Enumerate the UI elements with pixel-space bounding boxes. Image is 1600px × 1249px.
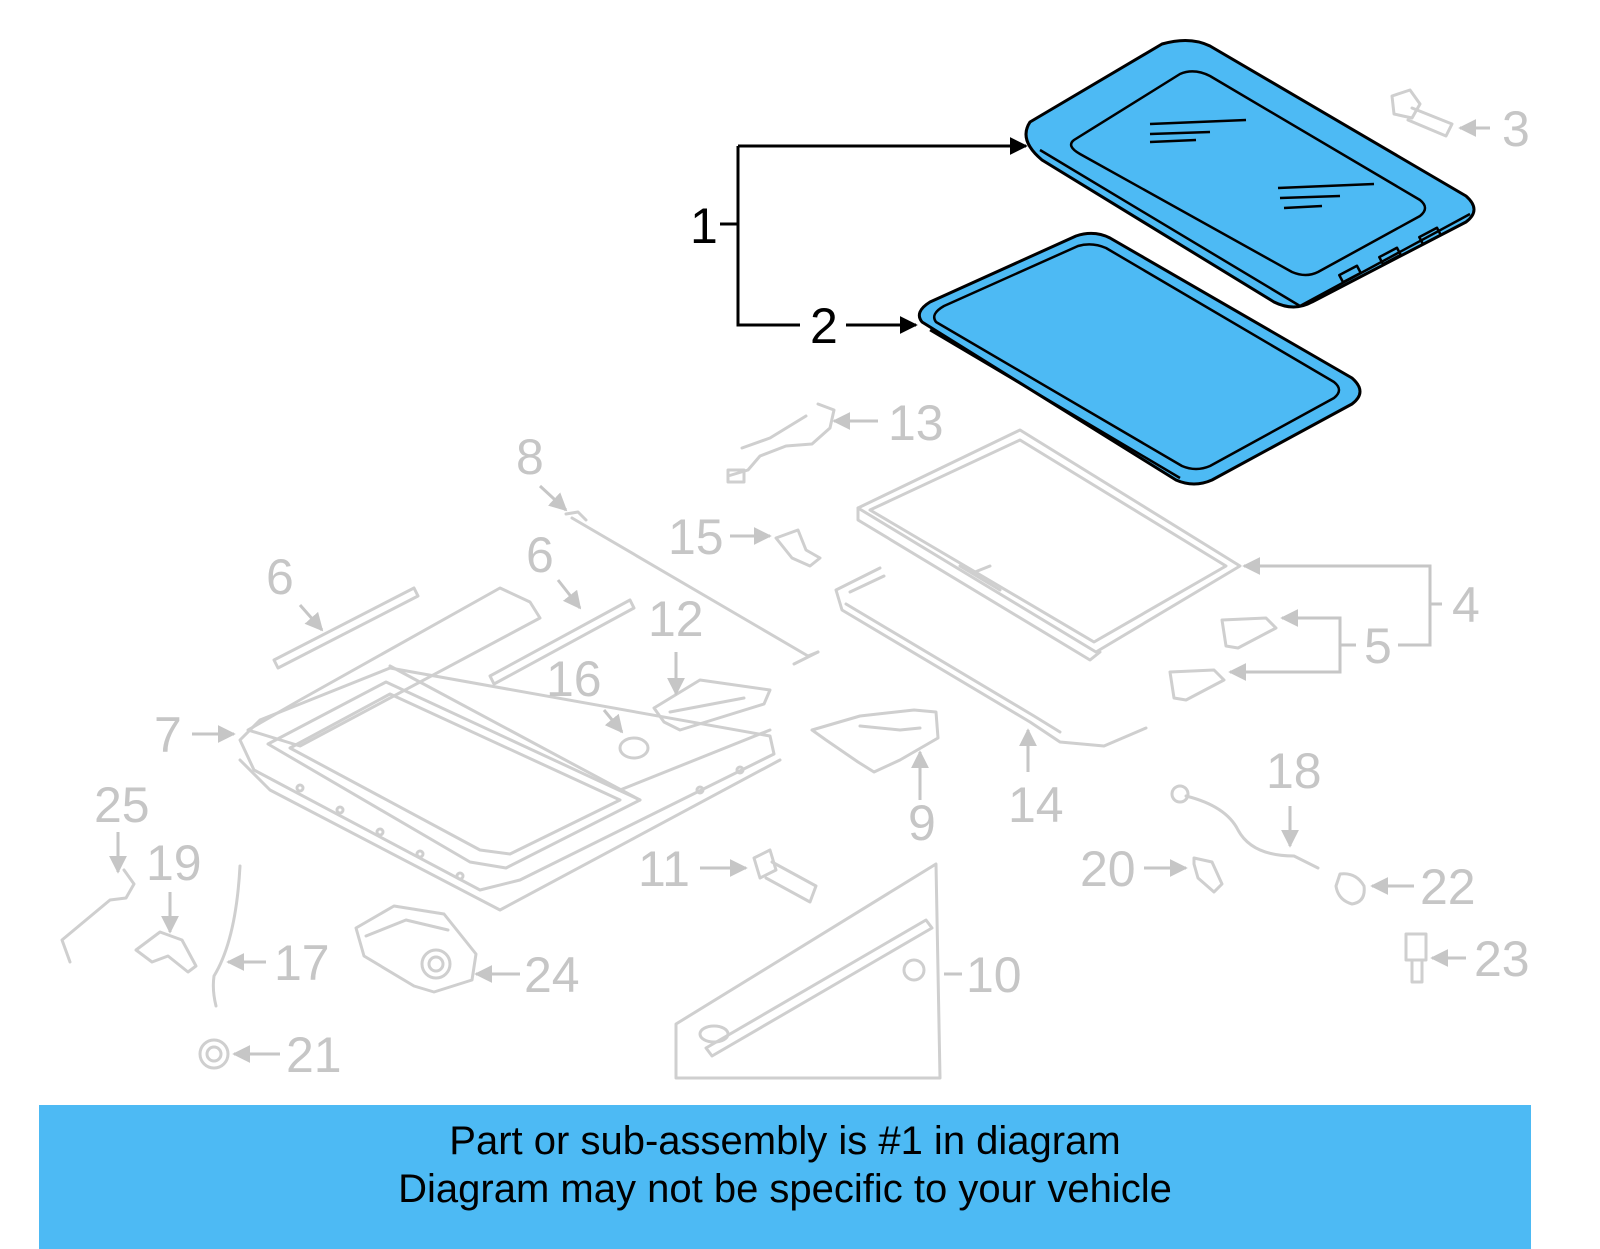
banner-line-2: Diagram may not be specific to your vehi… bbox=[398, 1167, 1172, 1211]
callout-9: 9 bbox=[908, 795, 936, 851]
callout-15: 15 bbox=[668, 509, 724, 565]
callout-1-leader bbox=[720, 137, 1028, 327]
callout-13: 13 bbox=[888, 395, 944, 451]
sunroof-frame-part[interactable] bbox=[856, 428, 1442, 662]
bolt-part[interactable] bbox=[1390, 88, 1490, 138]
drain-kit-part[interactable] bbox=[674, 862, 962, 1080]
callout-19: 19 bbox=[146, 835, 202, 891]
callout-23: 23 bbox=[1474, 931, 1530, 987]
grommet-part-22[interactable] bbox=[1334, 872, 1414, 906]
callout-25: 25 bbox=[94, 777, 150, 833]
sunroof-motor-part[interactable] bbox=[354, 904, 520, 994]
bolt-part-11[interactable] bbox=[700, 848, 818, 904]
cable-rail-part[interactable] bbox=[834, 566, 1148, 772]
callout-17: 17 bbox=[274, 935, 330, 991]
drain-hose-part-25[interactable] bbox=[60, 832, 136, 964]
callout-24: 24 bbox=[524, 947, 580, 1003]
drain-hose-part[interactable] bbox=[211, 864, 266, 1008]
clip-part-15[interactable] bbox=[730, 527, 822, 568]
callout-4: 4 bbox=[1452, 577, 1480, 633]
callout-8: 8 bbox=[516, 429, 544, 485]
callout-2: 2 bbox=[810, 298, 838, 354]
bracket-part[interactable] bbox=[1168, 609, 1356, 702]
sunroof-glass-seal[interactable] bbox=[917, 231, 1362, 486]
callout-14: 14 bbox=[1008, 777, 1064, 833]
rod-part[interactable] bbox=[538, 484, 820, 666]
callout-6a: 6 bbox=[266, 549, 294, 605]
guide-block-part[interactable] bbox=[652, 652, 772, 732]
guide-strip-part[interactable] bbox=[272, 586, 420, 670]
banner-line-1: Part or sub-assembly is #1 in diagram bbox=[449, 1119, 1121, 1163]
callout-10: 10 bbox=[966, 947, 1022, 1003]
callout-11: 11 bbox=[638, 841, 690, 897]
callout-16: 16 bbox=[546, 651, 602, 707]
callout-12: 12 bbox=[648, 591, 704, 647]
callout-7: 7 bbox=[154, 707, 182, 763]
drain-hose-part-18[interactable] bbox=[1170, 784, 1320, 870]
grommet-part-21[interactable] bbox=[198, 1038, 280, 1070]
cap-part-16[interactable] bbox=[602, 709, 650, 760]
clip-part-20[interactable] bbox=[1144, 856, 1224, 894]
clip-part-19[interactable] bbox=[134, 892, 198, 974]
callout-18: 18 bbox=[1266, 743, 1322, 799]
plug-part-23[interactable] bbox=[1404, 932, 1466, 984]
callout-5: 5 bbox=[1364, 618, 1392, 674]
wire-harness-part[interactable] bbox=[726, 402, 878, 484]
callout-22: 22 bbox=[1420, 859, 1476, 915]
callout-21: 21 bbox=[286, 1027, 342, 1083]
guide-strip-part-2[interactable] bbox=[488, 579, 636, 686]
sunroof-glass-panel[interactable] bbox=[1024, 39, 1476, 309]
callout-20: 20 bbox=[1080, 841, 1136, 897]
info-banner: Part or sub-assembly is #1 in diagram Di… bbox=[39, 1105, 1531, 1249]
callout-6b: 6 bbox=[526, 527, 554, 583]
callout-1: 1 bbox=[690, 198, 718, 254]
callout-3: 3 bbox=[1502, 101, 1530, 157]
motor-bracket-part[interactable] bbox=[810, 708, 940, 800]
sunroof-base-frame[interactable] bbox=[192, 586, 782, 912]
